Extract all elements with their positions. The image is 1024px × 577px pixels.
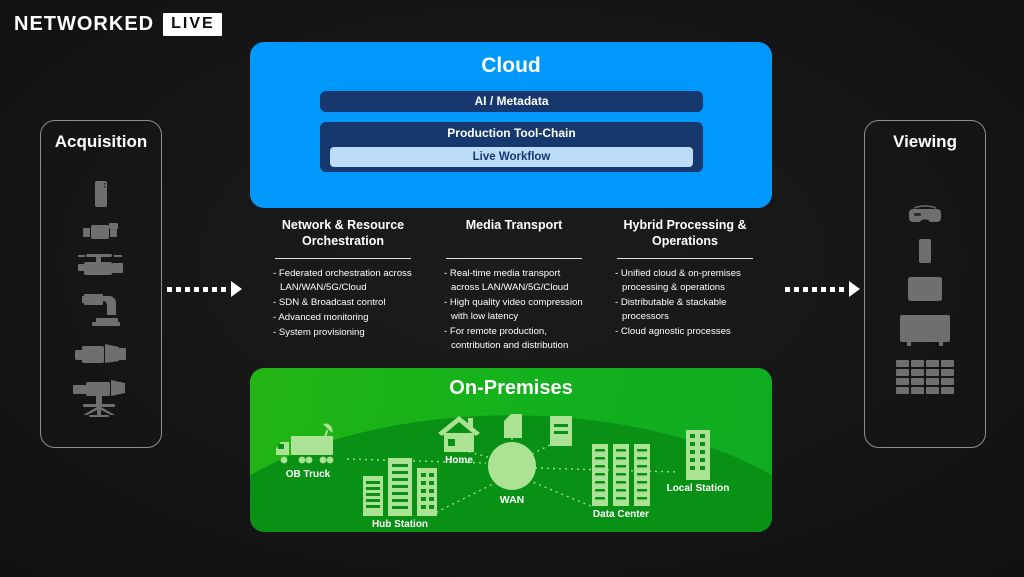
node-hub-station: Hub Station <box>358 454 442 530</box>
on-premises-block: On-Premises OB Truck <box>250 368 772 532</box>
bullet-item: Unified cloud & on-premises processing &… <box>615 267 755 295</box>
node-label: Data Center <box>592 509 650 520</box>
home-icon <box>438 416 480 452</box>
file-icon <box>504 414 522 438</box>
node-label: Hub Station <box>371 519 429 530</box>
wan-dotted-links <box>346 438 679 515</box>
bullet-item: For remote production, contribution and … <box>444 325 584 353</box>
bullet-item: High quality video compression with low … <box>444 296 584 324</box>
smartphone-icon <box>919 239 931 263</box>
bullet-item: SDN & Broadcast control <box>273 296 413 310</box>
tablet-icon <box>908 277 942 301</box>
node-data-center: Data Center <box>586 444 656 520</box>
data-center-icon <box>592 444 650 506</box>
divider <box>275 258 411 259</box>
local-station-icon <box>686 430 710 480</box>
video-wall-icon <box>896 360 954 394</box>
feature-bullet-list: Unified cloud & on-premises processing &… <box>615 267 755 339</box>
tv-icon <box>900 315 950 346</box>
node-local-station: Local Station <box>664 430 732 494</box>
bullet-item: Federated orchestration across LAN/WAN/5… <box>273 267 413 295</box>
ai-metadata-bar: AI / Metadata <box>320 91 703 112</box>
logo-live-badge: LIVE <box>163 13 222 36</box>
hub-station-icon <box>363 458 437 516</box>
node-ob-truck: OB Truck <box>268 422 348 480</box>
acquisition-icon-stack <box>73 152 129 447</box>
document-icon <box>550 416 572 446</box>
feature-bullet-list: Federated orchestration across LAN/WAN/5… <box>273 267 413 340</box>
feature-box-hybrid-processing-operations: Hybrid Processing & Operations Unified c… <box>604 205 766 368</box>
feature-box-media-transport: Media Transport Real-time media transpor… <box>433 205 595 368</box>
wan-hub-circle <box>488 442 536 490</box>
bullet-item: Cloud agnostic processes <box>615 325 755 339</box>
studio-camera-icon <box>73 380 125 417</box>
vr-headset-icon <box>909 205 941 222</box>
acquisition-panel: Acquisition <box>40 120 162 448</box>
feature-box-title: Hybrid Processing & Operations <box>623 218 747 248</box>
flow-arrow-left <box>167 281 242 297</box>
compact-camcorder-icon <box>83 223 118 239</box>
arrowhead-icon <box>231 281 242 297</box>
flow-arrow-right <box>785 281 860 297</box>
production-toolchain-title: Production Tool-Chain <box>447 126 576 140</box>
divider <box>617 258 753 259</box>
bullet-item: Distributable & stackable processors <box>615 296 755 324</box>
divider <box>446 258 582 259</box>
node-home: Home <box>428 416 490 466</box>
production-toolchain-box: Production Tool-Chain Live Workflow <box>320 122 703 172</box>
ob-truck-icon <box>276 423 334 464</box>
viewing-panel: Viewing <box>864 120 986 448</box>
node-label: Local Station <box>666 483 730 494</box>
ptz-camera-icon <box>82 294 120 326</box>
feature-bullet-list: Real-time media transport across LAN/WAN… <box>444 267 584 352</box>
arrowhead-icon <box>849 281 860 297</box>
bullet-item: Real-time media transport across LAN/WAN… <box>444 267 584 295</box>
logo-brand-text: NETWORKED <box>14 13 155 35</box>
viewing-icon-stack <box>896 152 954 447</box>
on-premises-title: On-Premises <box>449 377 573 399</box>
node-label: OB Truck <box>285 469 331 480</box>
cinema-camera-icon <box>75 344 126 363</box>
smartphone-icon <box>95 181 107 207</box>
feature-box-network-resource-orchestration: Network & Resource Orchestration Federat… <box>262 205 424 368</box>
node-label: WAN <box>499 494 525 506</box>
feature-box-title: Media Transport <box>465 218 563 232</box>
pro-camcorder-icon <box>78 254 123 275</box>
viewing-title: Viewing <box>893 132 957 151</box>
live-workflow-bar: Live Workflow <box>330 147 693 167</box>
acquisition-title: Acquisition <box>54 132 148 151</box>
bullet-item: Advanced monitoring <box>273 311 413 325</box>
cloud-title: Cloud <box>481 54 541 77</box>
networked-live-logo: NETWORKED LIVE <box>14 13 222 36</box>
feature-box-title: Network & Resource Orchestration <box>281 218 405 248</box>
node-label: Home <box>445 455 473 466</box>
bullet-item: System provisioning <box>273 326 413 340</box>
cloud-block: Cloud AI / Metadata Production Tool-Chai… <box>250 42 772 208</box>
